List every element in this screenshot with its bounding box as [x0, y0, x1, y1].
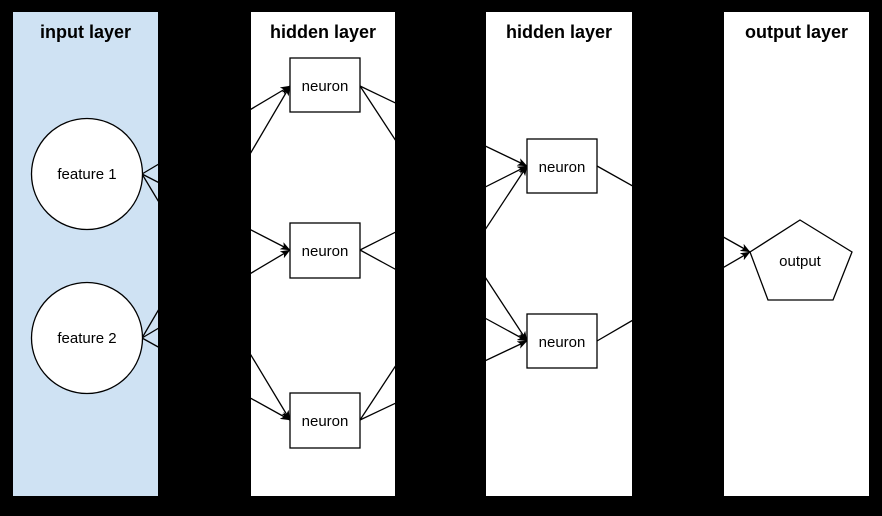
edge-h1n1-h2n2 — [359, 85, 528, 342]
edges — [141, 85, 751, 421]
edge-h1n2-h2n1 — [359, 165, 528, 251]
hidden2-neuron1-node — [526, 138, 598, 194]
edge-feature2-h1n2 — [141, 249, 291, 339]
edge-feature2-h1n3 — [141, 337, 291, 421]
feature-2-label: feature 2 — [57, 330, 116, 347]
hidden2-neuron1-label: neuron — [539, 159, 586, 176]
hidden1-neuron1-node — [289, 57, 361, 113]
input-layer-title: input layer — [40, 22, 131, 42]
edge-h1n3-h2n2 — [359, 340, 528, 421]
hidden1-neuron3-node — [289, 392, 361, 449]
feature-1-node — [30, 117, 144, 231]
edge-h2n1-output — [596, 165, 751, 253]
hidden2-neuron2-label: neuron — [539, 334, 586, 351]
hidden-layer-2-panel — [486, 12, 632, 496]
hidden1-neuron1-label: neuron — [302, 78, 349, 95]
hidden1-neuron2-label: neuron — [302, 243, 349, 260]
feature-2-node — [30, 281, 144, 395]
output-layer-title: output layer — [745, 22, 848, 42]
output-label: output — [779, 253, 822, 270]
edge-feature1-h1n3 — [141, 173, 291, 421]
edge-feature1-h1n1 — [141, 85, 291, 175]
output-node — [749, 219, 853, 301]
feature-1-label: feature 1 — [57, 166, 116, 183]
hidden1-neuron3-label: neuron — [302, 413, 349, 430]
hidden1-neuron2-node — [289, 222, 361, 279]
input-layer-panel — [13, 12, 158, 496]
edge-feature2-h1n1 — [141, 85, 291, 339]
edge-h2n2-output — [596, 251, 751, 342]
edge-h1n1-h2n1 — [359, 85, 528, 167]
edge-h1n3-h2n1 — [359, 165, 528, 421]
edge-h1n2-h2n2 — [359, 249, 528, 342]
nodes: feature 1 feature 2 neuron neuron neuron… — [30, 57, 853, 449]
hidden-layer-2-title: hidden layer — [506, 22, 612, 42]
hidden-layer-1-title: hidden layer — [270, 22, 376, 42]
hidden2-neuron2-node — [526, 313, 598, 369]
